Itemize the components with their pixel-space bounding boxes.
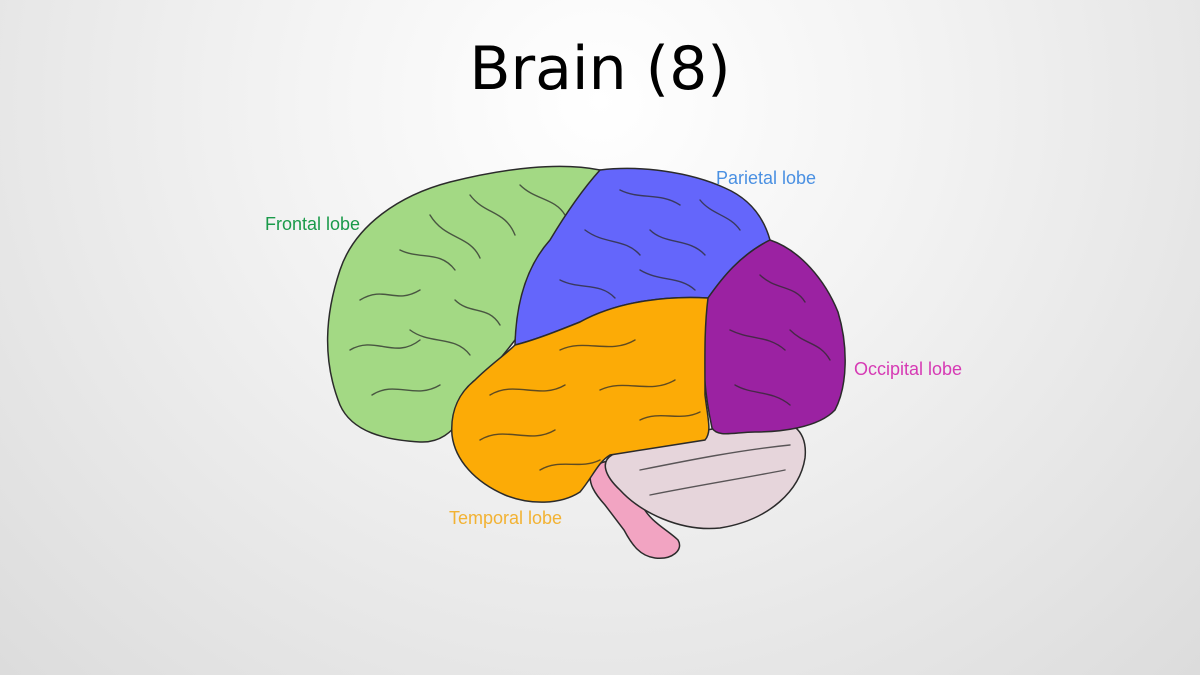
brain-folds [349,184,831,496]
temporal-lobe-region [451,296,710,503]
slide-title: Brain (8) [469,34,731,104]
occipital-lobe-label: Occipital lobe [854,359,963,379]
temporal-lobe-label: Temporal lobe [449,508,563,528]
parietal-lobe-label: Parietal lobe [716,168,817,188]
frontal-lobe-label: Frontal lobe [265,214,361,234]
